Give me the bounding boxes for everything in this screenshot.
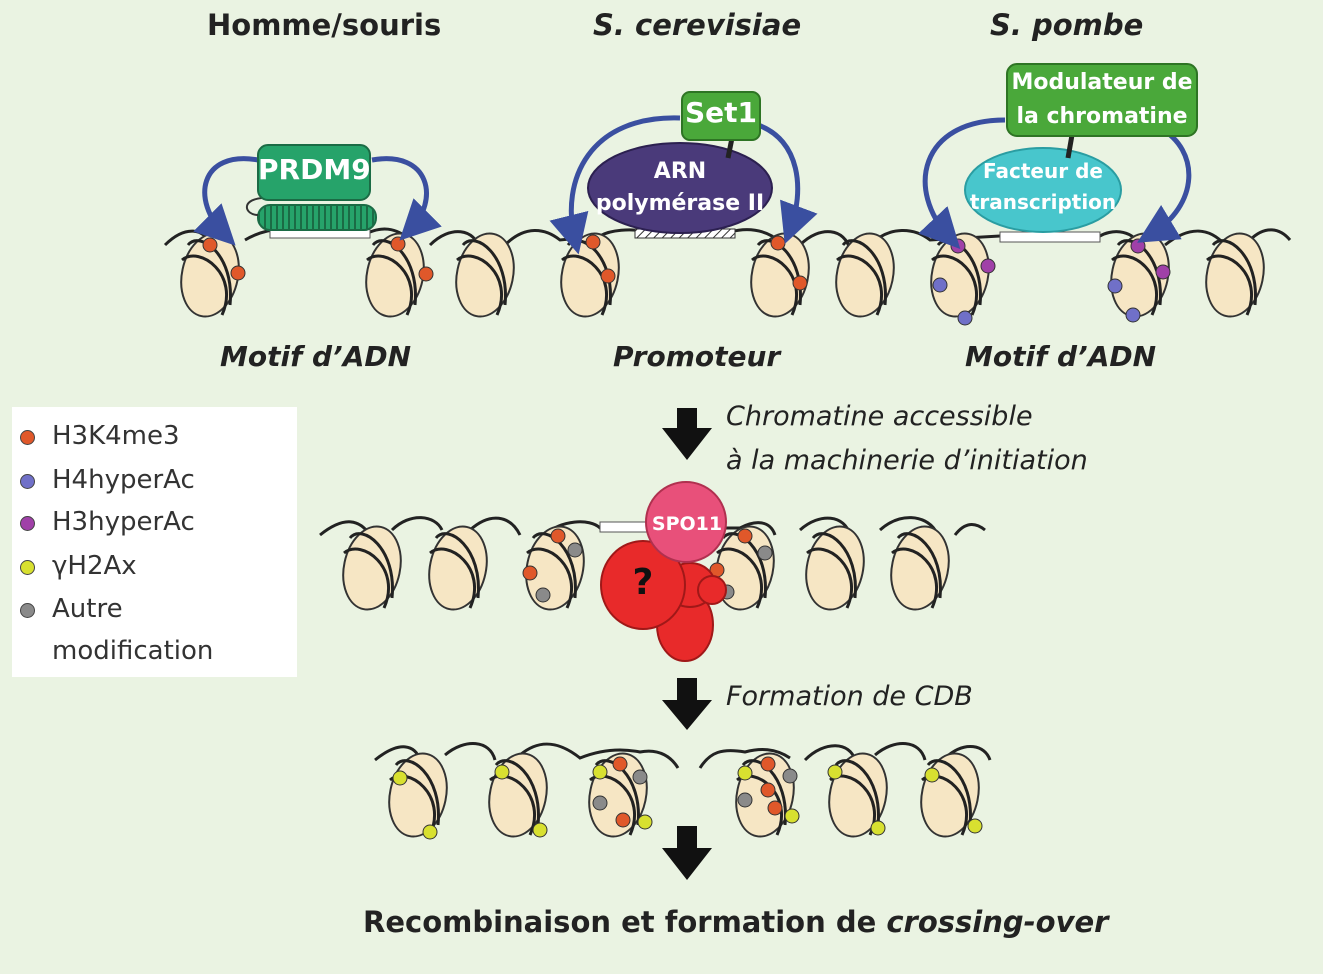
column-title-human-mouse: Homme/souris [207,8,442,42]
chromatin-modulator-label: Modulateur de la chromatine [1007,66,1197,134]
top-nucleosomes [180,232,1265,318]
set1-label: Set1 [684,96,758,129]
top-histone-marks [202,234,1171,326]
legend-label-h3k4me3: H3K4me3 [52,421,180,451]
site-label-dna-motif-1: Motif d’ADN [220,340,412,373]
unknown-protein-label: ? [632,562,654,603]
legend-dot-h4hyperac [20,474,35,489]
rna-polymerase-label: ARN polymérase II [590,156,770,220]
column-title-s-cerevisiae: S. cerevisiae [593,8,802,42]
final-label: Recombinaison et formation de crossing-o… [363,905,1108,939]
transcription-factor-label-line1: Facteur de [983,159,1103,183]
legend-label-other: Autre [52,594,123,624]
legend-label-h3hyperac: H3hyperAc [52,507,195,537]
unknown-protein [600,540,686,630]
prdm9-zinc-finger [257,204,377,231]
prdm9-label: PRDM9 [258,153,371,186]
chromatin-modulator-label-line1: Modulateur de [1011,70,1193,95]
chromatin-modulator-label-line2: la chromatine [1016,104,1188,129]
transcription-factor [964,147,1122,233]
legend-box: H3K4me3 H4hyperAc H3hyperAc γH2Ax Autre … [12,407,297,677]
bottom-histone-marks [392,756,983,840]
dna-motif-bar-3 [999,231,1101,243]
legend-label-gamma-h2ax: γH2Ax [52,551,137,581]
step2-label: Formation de CDB [726,681,973,712]
legend-dot-h3hyperac [20,516,35,531]
middle-histone-marks [522,528,773,603]
legend-label-other-line2: modification [52,636,214,666]
column-title-s-pombe: S. pombe [990,8,1144,42]
step-arrows [662,408,712,880]
prdm9-box [257,144,371,201]
step1-label-line1: Chromatine accessible [726,401,1033,432]
rna-polymerase-label-line2: polymérase II [595,191,765,216]
final-label-prefix: Recombinaison et formation de [363,905,887,939]
set1-box [681,91,761,141]
legend-dot-gamma-h2ax [20,560,35,575]
site-label-promoter: Promoteur [613,340,781,373]
transcription-factor-label-line2: transcription [969,190,1117,214]
rna-polymerase-ii [587,142,773,234]
bottom-chromatin-fiber [374,742,992,769]
chromatin-modulator-box [1006,63,1198,137]
step1-label: Chromatine accessible à la machinerie d’… [726,395,1088,483]
middle-chromatin-fiber [319,516,986,537]
site-label-dna-motif-3: Motif d’ADN [965,340,1157,373]
legend-label-h4hyperac: H4hyperAc [52,465,195,495]
step1-label-line2: à la machinerie d’initiation [726,445,1088,476]
spo11-label: SPO11 [651,513,723,535]
rna-polymerase-label-line1: ARN [653,159,707,184]
transcription-factor-label: Facteur de transcription [965,156,1121,218]
spo11-complex [600,481,727,662]
legend-dot-h3k4me3 [20,430,35,445]
final-label-italic: crossing-over [886,905,1109,939]
legend-dot-other [20,603,35,618]
spo11-protein [645,481,727,563]
